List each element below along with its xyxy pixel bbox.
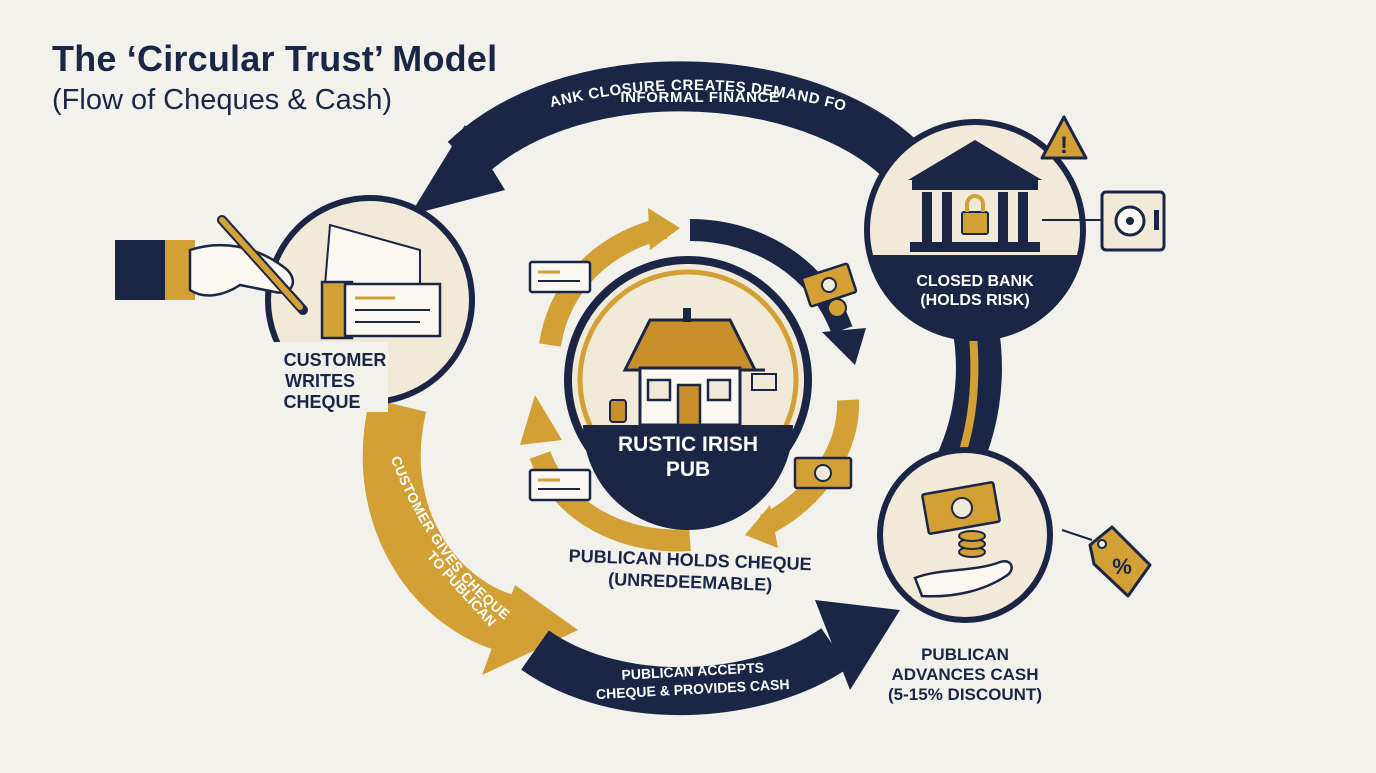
cash-label-2: ADVANCES CASH: [891, 665, 1038, 684]
bank-label-2: (HOLDS RISK): [920, 292, 1029, 309]
customer-label-bg: [262, 342, 388, 412]
cash-label-1: PUBLICAN: [921, 645, 1009, 664]
arrow-publican-accepts: [521, 600, 900, 716]
discount-tag-icon: %: [1061, 525, 1152, 598]
holds-label-2: (UNREDEEMABLE): [608, 569, 773, 595]
arrow-label-top-2: INFORMAL FINANCE: [620, 89, 779, 106]
arrow-label-bottom-1: PUBLICAN ACCEPTS: [621, 659, 764, 682]
cash-hand-icon: [913, 481, 1013, 598]
small-cheque-icon: [528, 260, 592, 294]
cash-label-3: (5-15% DISCOUNT): [888, 685, 1042, 704]
pub-building-icon: [609, 308, 777, 427]
small-cash-icon: [800, 262, 858, 318]
warning-icon: !: [1040, 115, 1088, 160]
safe-icon: [1100, 190, 1166, 252]
holds-label-1: PUBLICAN HOLDS CHEQUE: [568, 546, 812, 574]
customer-label-2: WRITES: [285, 371, 355, 391]
svg-text:%: %: [1112, 554, 1132, 579]
svg-text:!: !: [1060, 132, 1068, 159]
pub-label-1: RUSTIC IRISH: [618, 433, 758, 456]
cash-node: [877, 447, 1053, 623]
small-cheque-icon: [528, 468, 592, 502]
page-subtitle: (Flow of Cheques & Cash): [52, 84, 393, 116]
page-title: The ‘Circular Trust’ Model: [52, 38, 498, 79]
bank-node: CLOSED BANK (HOLDS RISK): [864, 119, 1086, 341]
cheque-book-icon: [320, 223, 442, 340]
customer-label-1: CUSTOMER: [284, 350, 387, 370]
small-cash-icon: [793, 456, 853, 490]
customer-label-3: CHEQUE: [283, 392, 360, 412]
pub-label-2: PUB: [666, 458, 710, 481]
bank-building-icon: [908, 140, 1042, 252]
bank-label-1: CLOSED BANK: [916, 273, 1034, 290]
hand-pen-icon: [115, 215, 308, 315]
pub-node: RUSTIC IRISH PUB: [564, 256, 812, 530]
